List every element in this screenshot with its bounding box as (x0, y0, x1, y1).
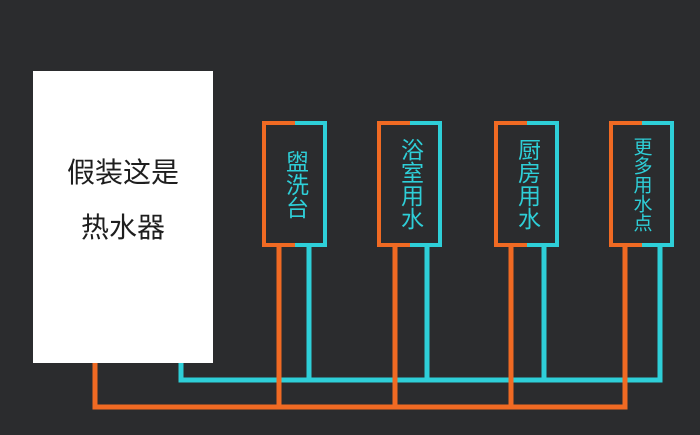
fixture-label: 更多用水点 (630, 136, 653, 232)
water-heater-box: 假装这是 热水器 (33, 71, 213, 363)
fixture-kitchen: 厨房用水 (494, 121, 559, 247)
fixture-bathroom: 浴室用水 (377, 121, 442, 247)
heater-label-line-2: 热水器 (80, 211, 165, 244)
fixture-washbasin: 盥洗台 (262, 121, 327, 247)
cold-water-main-pipe (178, 244, 663, 383)
fixture-label: 浴室用水 (396, 138, 423, 230)
hot-water-main-pipe (92, 244, 628, 410)
fixture-more-points: 更多用水点 (609, 121, 674, 247)
fixture-label: 盥洗台 (281, 149, 308, 219)
fixture-label: 厨房用水 (513, 138, 540, 230)
heater-label-line-1: 假装这是 (66, 156, 179, 189)
